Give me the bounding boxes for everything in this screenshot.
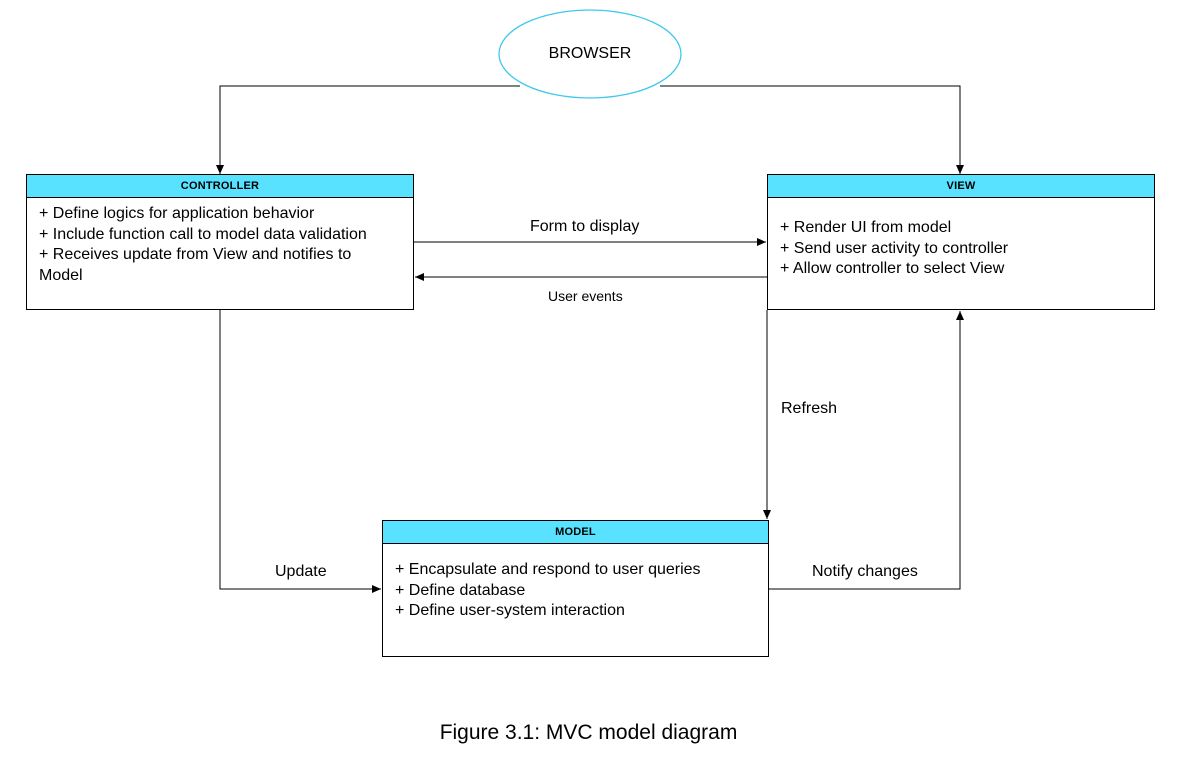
figure-caption: Figure 3.1: MVC model diagram — [439, 721, 738, 744]
controller-body: + Define logics for application behavior… — [27, 198, 413, 292]
controller-box: CONTROLLER + Define logics for applicati… — [26, 174, 414, 310]
view-box: VIEW + Render UI from model + Send user … — [767, 174, 1155, 310]
view-line: + Allow controller to select View — [780, 260, 1005, 277]
view-body: + Render UI from model + Send user activ… — [768, 198, 1154, 286]
controller-line: + Include function call to model data va… — [39, 225, 367, 243]
edge-label-refresh: Refresh — [781, 400, 838, 417]
edge-controller-to-model — [219, 310, 381, 593]
edge-label-notify-changes: Notify changes — [812, 563, 918, 580]
model-line: + Define database — [395, 581, 526, 599]
edge-label-update: Update — [275, 563, 327, 580]
model-line: + Define user-system interaction — [395, 602, 625, 619]
view-title: VIEW — [768, 175, 1154, 198]
browser-node: BROWSER — [498, 9, 682, 99]
model-line: + Encapsulate and respond to user querie… — [395, 561, 701, 578]
controller-line: Model — [39, 266, 83, 284]
edge-browser-to-view — [660, 85, 964, 174]
browser-node-shape — [498, 9, 682, 99]
controller-line: + Receives update from View and notifies… — [39, 246, 352, 263]
view-line: + Render UI from model — [780, 219, 952, 236]
model-box: MODEL + Encapsulate and respond to user … — [382, 520, 769, 657]
edge-label-form-to-display: Form to display — [530, 218, 640, 235]
edge-model-to-view — [768, 311, 964, 590]
model-body: + Encapsulate and respond to user querie… — [383, 544, 768, 628]
edge-label-user-events: User events — [548, 288, 623, 304]
controller-line: + Define logics for application behavior — [39, 205, 315, 222]
browser-label: BROWSER — [548, 45, 632, 62]
view-line: + Send user activity to controller — [780, 239, 1009, 257]
model-title: MODEL — [383, 521, 768, 544]
edge-browser-to-controller — [216, 85, 520, 174]
controller-title: CONTROLLER — [27, 175, 413, 198]
